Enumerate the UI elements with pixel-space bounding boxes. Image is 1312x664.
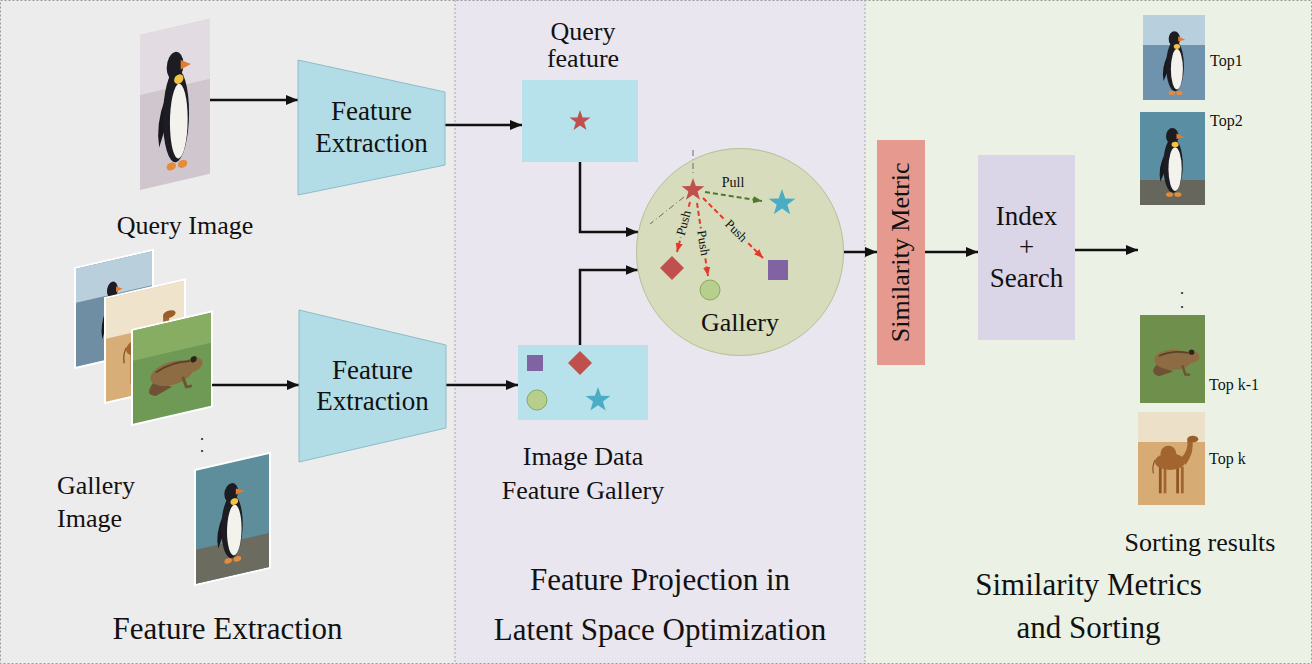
band-ground — [0, 0, 455, 664]
query-star — [570, 110, 591, 130]
section-title: Feature Extraction — [78, 607, 378, 650]
flow-arrow — [580, 270, 638, 345]
photo-ground — [195, 453, 270, 585]
section-title: Similarity Metrics and Sorting — [961, 563, 1216, 649]
similarity-box: Similarity Metric — [877, 140, 925, 365]
image-caption: Gallery Image — [57, 470, 142, 535]
gallery-photo — [132, 312, 212, 425]
result-photo — [1138, 412, 1205, 505]
block-label: Index + Search — [990, 201, 1063, 294]
flow-arrow — [1075, 249, 1138, 252]
image-caption: Sorting results — [1112, 527, 1288, 560]
flow-arrow — [445, 124, 522, 127]
section-band: Similarity Metric Index + SearchSorting r… — [865, 0, 1312, 664]
latent-space-fill — [636, 148, 844, 356]
pull-arrow — [705, 192, 762, 201]
camel-figure — [1153, 436, 1198, 494]
rank-label: Top k — [1209, 450, 1246, 468]
circle-label: Gallery — [636, 308, 844, 338]
rank-label: Top k-1 — [1209, 376, 1259, 394]
flow-arrow — [925, 251, 978, 254]
circle-shape — [637, 149, 844, 356]
feature-box-area — [522, 80, 638, 162]
feature-box-fill — [522, 80, 638, 162]
feature-box-fill — [518, 345, 648, 420]
index-search-box: Index + Search — [978, 155, 1075, 340]
section-band: Query featureImage Data Feature Gallery G… — [455, 0, 865, 664]
image-frame — [1138, 15, 1205, 505]
sector-line — [693, 150, 694, 176]
feature-extractor: Feature Extraction — [299, 310, 446, 462]
penguin-figure — [158, 48, 191, 173]
block-label: Feature Extraction — [315, 96, 427, 158]
band-divider — [865, 0, 866, 664]
image-caption: Query Image — [100, 210, 270, 243]
red-diamond — [660, 256, 684, 280]
box-heading: Query feature — [547, 18, 619, 73]
result-photo — [1140, 112, 1205, 205]
feature-gallery-box: Image Data Feature Gallery — [483, 345, 683, 515]
ranked-results: Sorting results — [1112, 10, 1288, 565]
penguin-figure — [217, 480, 244, 566]
image-frame — [140, 18, 210, 190]
frog-figure — [1153, 349, 1199, 376]
flow-arrow — [844, 251, 877, 254]
flow-arrow — [580, 162, 638, 232]
section-title: Feature Projection in Latent Space Optim… — [488, 555, 833, 655]
result-photo — [1140, 315, 1205, 403]
band-ground — [455, 0, 865, 664]
band-divider — [455, 0, 456, 664]
query-photo — [140, 19, 210, 190]
rank-label: Top2 — [1210, 112, 1243, 130]
purple-square — [768, 260, 788, 280]
trapezoid-shape — [298, 60, 445, 195]
feature-box-area — [518, 345, 648, 420]
flow-arrow — [212, 384, 299, 387]
flow-arrow — [446, 384, 518, 387]
result-photo — [1143, 15, 1205, 100]
feature-extractor: Feature Extraction — [298, 60, 445, 195]
force-label: Push — [694, 227, 713, 258]
photo-ground — [140, 19, 210, 190]
gallery-images: Gallery Image — [50, 245, 285, 595]
feature-box: Query feature — [503, 15, 663, 162]
query-star — [682, 178, 705, 200]
section-band: Query ImageFeature ExtractionGallery Ima… — [0, 0, 455, 664]
green-dot — [527, 390, 547, 410]
green-dot — [700, 280, 720, 300]
ellipsis-dot: . — [200, 438, 204, 456]
gallery-photo — [195, 453, 270, 585]
force-label: Pull — [720, 175, 747, 190]
image-frame — [75, 250, 212, 430]
ellipsis-dot: . — [1180, 294, 1184, 312]
query-image: Query Image — [100, 10, 270, 245]
force-label: Push — [721, 216, 752, 247]
blue-star — [586, 387, 611, 411]
push-arrow — [703, 198, 763, 258]
blue-star — [769, 189, 796, 214]
block-label: Similarity Metric — [887, 163, 916, 343]
penguin-figure — [1163, 31, 1185, 95]
red-diamond — [568, 351, 592, 375]
photo-grass — [133, 313, 211, 361]
rank-label: Top1 — [1210, 52, 1243, 70]
penguin-figure — [1160, 128, 1185, 197]
band-ground — [865, 0, 1312, 664]
frog-figure — [149, 354, 203, 397]
flow-arrow — [210, 99, 298, 102]
purple-square — [527, 355, 543, 371]
block-label: Feature Extraction — [316, 355, 428, 417]
trapezoid-shape — [299, 310, 446, 462]
force-label: Push — [673, 207, 694, 239]
photo-ground — [132, 312, 212, 425]
box-caption: Image Data Feature Gallery — [491, 440, 676, 508]
